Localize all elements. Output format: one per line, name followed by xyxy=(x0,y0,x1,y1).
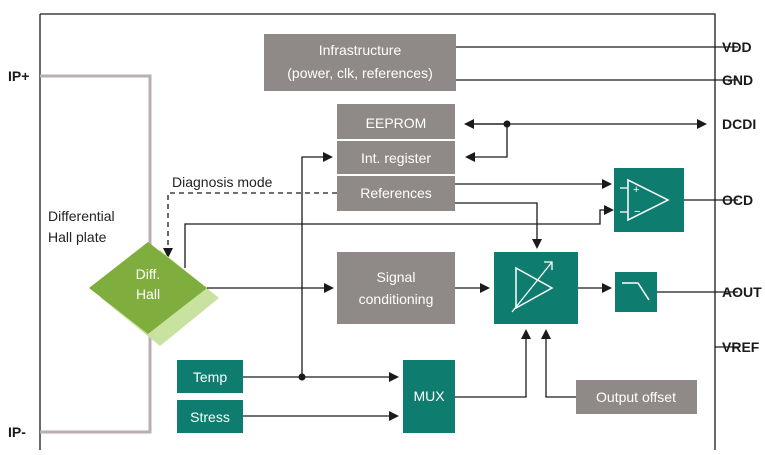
hall-plate-label-2: Hall plate xyxy=(48,229,107,245)
comparator-block: + − xyxy=(614,168,684,232)
stress-label: Stress xyxy=(190,409,230,425)
stress-block: Stress xyxy=(177,400,243,433)
pin-gnd: GND xyxy=(722,72,753,88)
mux-to-amplifier-wire xyxy=(455,329,531,398)
pin-dcdi: DCDI xyxy=(722,116,756,132)
temp-label: Temp xyxy=(193,369,227,385)
diff-hall-element: Diff. Hall xyxy=(89,242,219,346)
diagnosis-mode-path: Diagnosis mode xyxy=(163,174,337,258)
svg-text:+: + xyxy=(633,184,639,196)
diff-hall-label-1: Diff. xyxy=(136,266,161,282)
int-register-label: Int. register xyxy=(361,150,431,166)
dcdi-bus xyxy=(464,119,707,162)
pin-vdd: VDD xyxy=(722,39,752,55)
signal-conditioning-label-2: conditioning xyxy=(359,291,434,307)
hall-plate-label-1: Differential xyxy=(48,208,115,224)
temp-to-register-wire xyxy=(301,152,333,377)
variable-gain-amplifier-icon xyxy=(511,261,554,313)
mux-block: MUX xyxy=(403,360,455,433)
differential-hall-plate-label: Differential Hall plate xyxy=(48,208,115,245)
memory-stack: EEPROM Int. register References xyxy=(337,104,455,211)
amplifier-block xyxy=(494,252,578,324)
chip-outline xyxy=(39,13,716,450)
references-to-amplifier-wire xyxy=(455,202,542,249)
signal-conditioning-label-1: Signal xyxy=(377,269,416,285)
signal-conditioning-block: Signal conditioning xyxy=(337,252,455,324)
hall-to-comparator-wire xyxy=(184,205,614,268)
infrastructure-label-1: Infrastructure xyxy=(319,42,402,58)
diagnosis-mode-label: Diagnosis mode xyxy=(172,174,273,190)
filter-block xyxy=(615,272,657,312)
pin-aout: AOUT xyxy=(722,284,762,300)
diff-hall-label-2: Hall xyxy=(136,286,160,302)
infrastructure-label-2: (power, clk, references) xyxy=(287,65,433,81)
eeprom-label: EEPROM xyxy=(366,115,427,131)
offset-to-amplifier-wire xyxy=(541,329,576,398)
output-offset-label: Output offset xyxy=(596,389,676,405)
pin-ip-minus: IP- xyxy=(8,424,26,440)
infrastructure-block: Infrastructure (power, clk, references) xyxy=(264,34,456,91)
pin-ip-plus: IP+ xyxy=(8,68,29,84)
pin-vref: VREF xyxy=(722,339,760,355)
svg-text:−: − xyxy=(634,206,640,218)
references-label: References xyxy=(360,185,432,201)
pin-ocd: OCD xyxy=(722,192,753,208)
temp-junction xyxy=(298,373,306,381)
supply-lines xyxy=(456,46,738,81)
output-offset-block: Output offset xyxy=(576,380,697,414)
temp-block: Temp xyxy=(177,360,243,393)
low-pass-filter-icon xyxy=(622,282,650,301)
mux-label: MUX xyxy=(413,388,445,404)
comparator-icon: + − xyxy=(620,178,670,222)
